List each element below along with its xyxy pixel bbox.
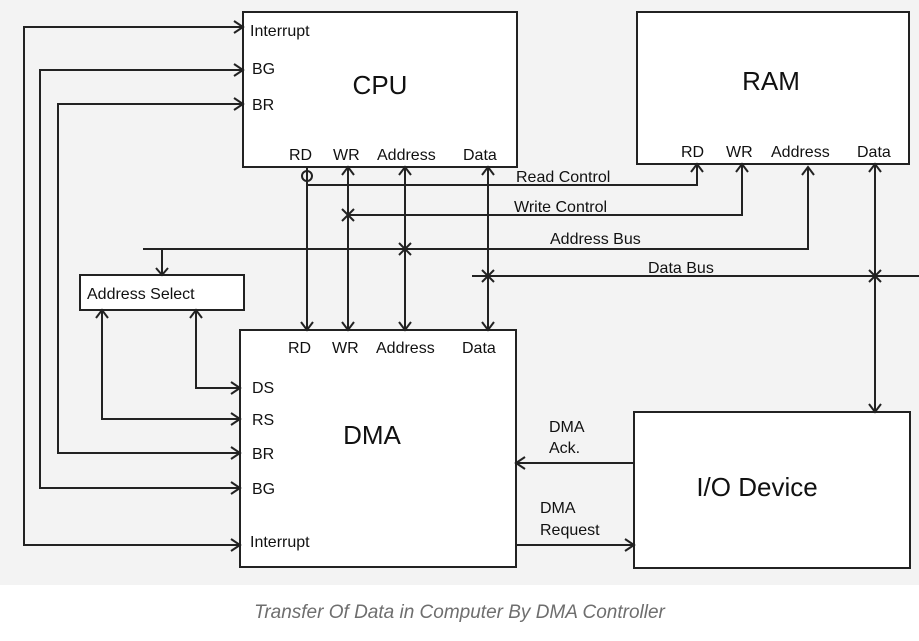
- dma-pin-data: Data: [462, 340, 496, 357]
- dma-pin-rs: RS: [252, 412, 274, 429]
- br-wire: [57, 103, 243, 454]
- dma-pin-rd: RD: [288, 340, 311, 357]
- ram-pin-data: Data: [857, 144, 891, 161]
- write-control-label: Write Control: [514, 199, 607, 216]
- dma-request-label-2: Request: [540, 522, 600, 539]
- dma-block: [239, 329, 517, 568]
- io-device-title: I/O Device: [696, 472, 817, 502]
- ram-block: [636, 11, 910, 165]
- write-control-wire: [348, 164, 743, 216]
- dma-diagram: CPU RAM DMA I/O Device Address Select In…: [0, 0, 919, 585]
- cpu-pin-rd: RD: [289, 147, 312, 164]
- interrupt-wire: [23, 26, 243, 546]
- wires: [23, 26, 919, 546]
- cpu-pin-data: Data: [463, 147, 497, 164]
- cpu-pin-wr: WR: [333, 147, 360, 164]
- dma-pin-bg: BG: [252, 481, 275, 498]
- io-device-block: [633, 411, 911, 569]
- dma-ack-label-2: Ack.: [549, 440, 580, 457]
- cpu-pin-interrupt: Interrupt: [250, 23, 310, 40]
- dma-request-label-1: DMA: [540, 500, 576, 517]
- dma-ack-label-1: DMA: [549, 419, 585, 436]
- address-select-label: Address Select: [87, 286, 195, 303]
- data-bus-label: Data Bus: [648, 260, 714, 277]
- address-bus-wire: [143, 167, 809, 250]
- rs-wire: [101, 310, 240, 420]
- bg-wire: [39, 69, 243, 489]
- dma-pin-ds: DS: [252, 380, 274, 397]
- dma-pin-wr: WR: [332, 340, 359, 357]
- address-bus-label: Address Bus: [550, 231, 641, 248]
- cpu-block: [242, 11, 518, 168]
- address-select-block: [79, 274, 245, 311]
- read-control-label: Read Control: [516, 169, 610, 186]
- dma-pin-br: BR: [252, 446, 274, 463]
- cpu-pin-br: BR: [252, 97, 274, 114]
- ram-pin-address: Address: [771, 144, 830, 161]
- cpu-pin-address: Address: [377, 147, 436, 164]
- ram-title: RAM: [742, 66, 800, 96]
- figure-caption: Transfer Of Data in Computer By DMA Cont…: [254, 602, 665, 623]
- arrow-heads: [95, 20, 882, 552]
- dma-title: DMA: [343, 420, 401, 450]
- diagram-canvas: CPU RAM DMA I/O Device Address Select In…: [23, 11, 919, 569]
- dma-pin-address: Address: [376, 340, 435, 357]
- bus-junctions: [341, 208, 882, 283]
- cpu-pin-bg: BG: [252, 61, 275, 78]
- read-control-wire: [307, 164, 698, 186]
- ram-pin-wr: WR: [726, 144, 753, 161]
- dma-pin-interrupt: Interrupt: [250, 534, 310, 551]
- ram-pin-rd: RD: [681, 144, 704, 161]
- ds-wire: [195, 310, 240, 389]
- cpu-title: CPU: [353, 70, 408, 100]
